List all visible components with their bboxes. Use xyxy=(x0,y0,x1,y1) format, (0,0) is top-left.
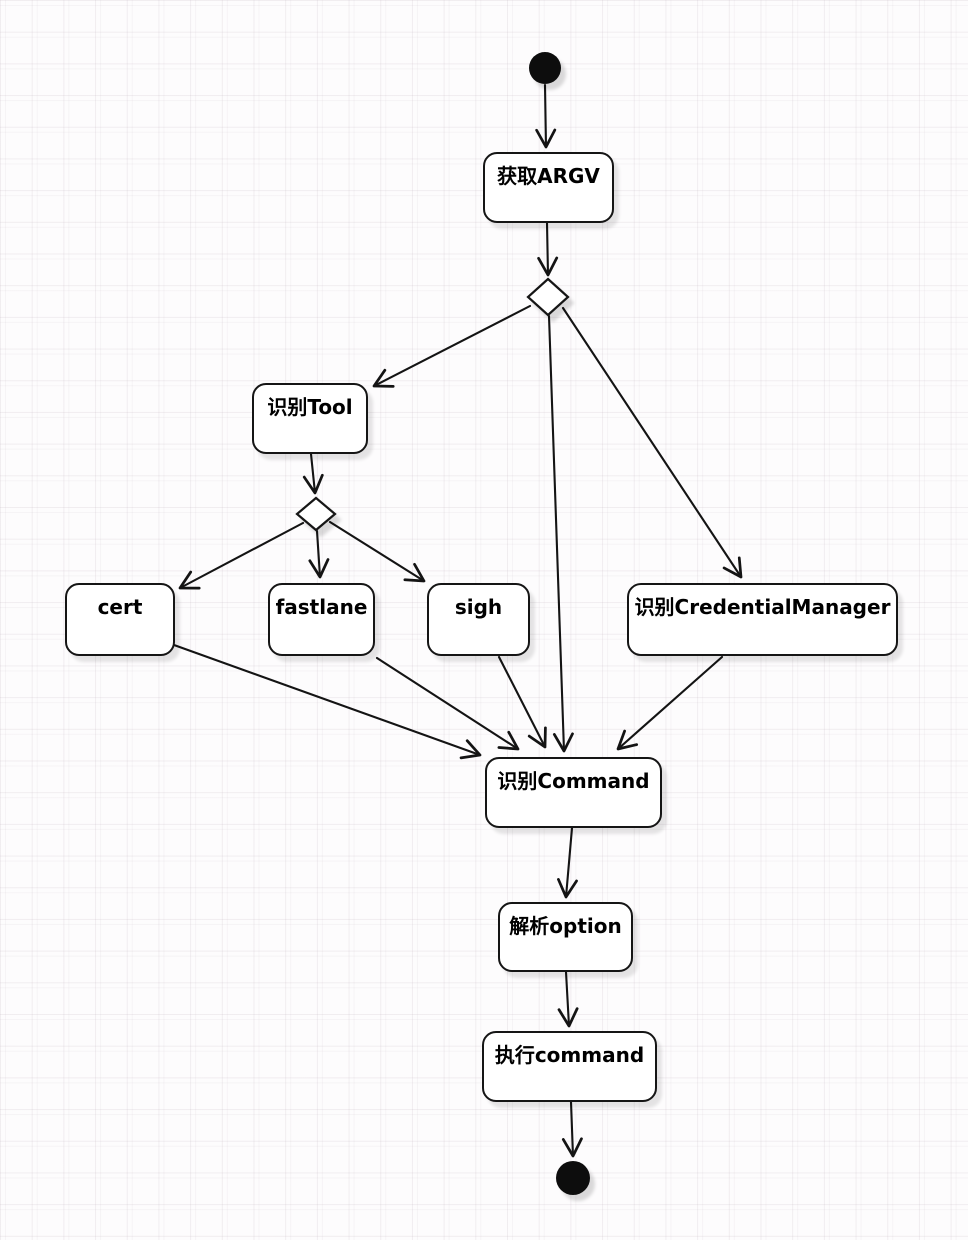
activity-label-sigh: sigh xyxy=(454,595,503,619)
edge-sigh--identify-command xyxy=(497,655,547,749)
activity-node-cert: cert xyxy=(65,583,175,656)
edge-decision-1--identify-tool xyxy=(372,304,532,388)
edge-decision-2--fastlane xyxy=(308,529,330,579)
edge-fastlane--identify-command xyxy=(375,656,520,751)
activity-node-execute-command: 执行command xyxy=(482,1031,657,1102)
edge-identify-command--parse-option xyxy=(557,826,578,899)
activity-label-fastlane: fastlane xyxy=(275,595,368,619)
activity-label-get-argv: 获取ARGV xyxy=(497,164,600,188)
start-node-icon xyxy=(529,52,561,84)
activity-node-parse-option: 解析option xyxy=(498,902,633,972)
edge-identify-credential-manager--identify-command xyxy=(616,655,724,751)
activity-label-identify-tool: 识别Tool xyxy=(267,395,353,419)
activity-label-cert: cert xyxy=(97,595,143,619)
activity-node-identify-tool: 识别Tool xyxy=(252,383,368,454)
activity-label-identify-credential-manager: 识别CredentialManager xyxy=(634,595,891,619)
activity-node-sigh: sigh xyxy=(427,583,530,656)
activity-node-fastlane: fastlane xyxy=(268,583,375,656)
edge-decision-1--identify-credential-manager xyxy=(561,306,743,579)
edge-decision-2--cert xyxy=(178,521,305,590)
edge-identify-tool--decision-2 xyxy=(302,452,324,495)
end-node-icon xyxy=(556,1161,590,1195)
edge-get-argv--decision-1 xyxy=(537,221,559,277)
edge-cert--identify-command xyxy=(172,643,482,760)
edges-group xyxy=(172,83,743,1158)
activity-label-parse-option: 解析option xyxy=(509,914,622,938)
edge-start--get-argv xyxy=(535,83,557,149)
edge-decision-1--identify-command xyxy=(547,314,574,753)
activity-node-identify-credential-manager: 识别CredentialManager xyxy=(627,583,898,656)
edge-execute-command--end xyxy=(561,1100,583,1158)
decision-diamond-decision-2 xyxy=(295,496,337,532)
edge-decision-2--sigh xyxy=(328,520,426,583)
edge-parse-option--execute-command xyxy=(557,970,579,1028)
activity-label-execute-command: 执行command xyxy=(494,1043,645,1067)
decision-diamond-decision-1 xyxy=(526,277,570,317)
activity-node-identify-command: 识别Command xyxy=(485,757,662,828)
activity-node-get-argv: 获取ARGV xyxy=(483,152,614,223)
shapes-group xyxy=(295,52,590,1195)
activity-label-identify-command: 识别Command xyxy=(497,769,650,793)
